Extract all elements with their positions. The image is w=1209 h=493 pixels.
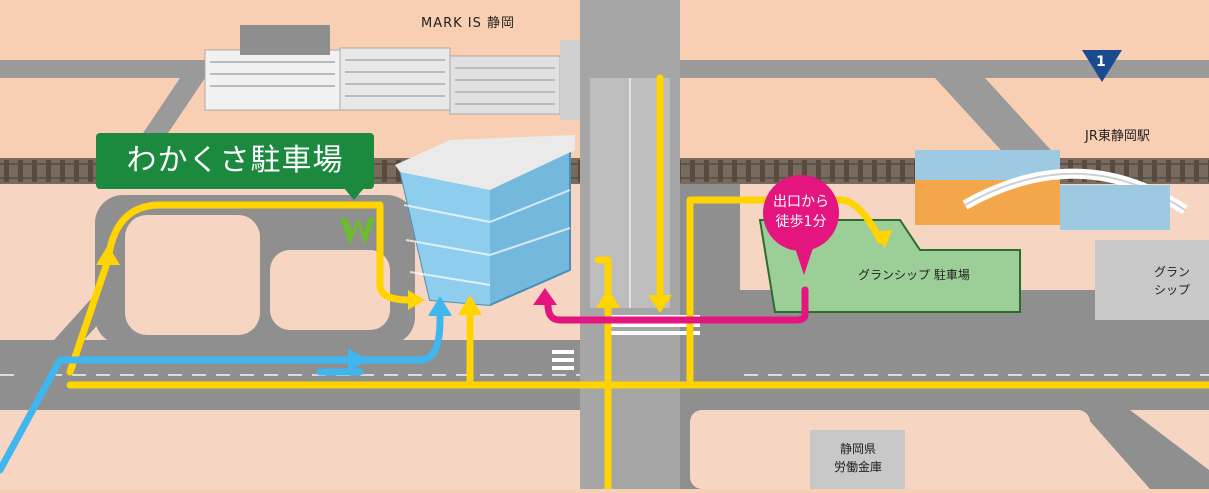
labor-bank-label-line2: 労働金庫 [833, 460, 882, 474]
mark-is-building [204, 25, 580, 120]
railway-tie [60, 160, 65, 182]
pink-route [544, 286, 809, 324]
labor-bank-label-line1: 静岡県 [839, 442, 876, 456]
diagonal-road-right [935, 78, 1060, 160]
granship-parking-lot [758, 219, 1021, 313]
railway-tie [396, 160, 401, 182]
granship-label-line2: シップ [1153, 283, 1190, 297]
railway-tie [1180, 160, 1185, 182]
blue-route [0, 304, 444, 474]
railway-tie [886, 160, 891, 182]
railway-tie [872, 160, 877, 182]
blue-arrows [348, 296, 452, 372]
railway-tie [88, 160, 93, 182]
railway-tie [32, 160, 37, 182]
railway-tie [18, 160, 23, 182]
jr-station-label: JR東静岡駅 [1085, 129, 1150, 144]
railway-tie [802, 160, 807, 182]
railway-tie [1110, 160, 1115, 182]
labor-bank-label: 静岡県 労働金庫 [826, 440, 890, 476]
yellow-routes [66, 74, 1209, 493]
left-diagonal-road [0, 300, 120, 400]
wakakusa-logo [340, 218, 375, 245]
railway-tie [760, 160, 765, 182]
walk-bubble-line2: 徒歩1分 [775, 214, 827, 230]
parking-title-box: わかくさ駐車場 [96, 133, 374, 189]
granship-label-line1: グラン [1153, 265, 1190, 279]
yellow-arrows [96, 230, 892, 315]
pink-arrow [533, 288, 557, 305]
granship-building [1095, 240, 1209, 320]
walk-bubble-line1: 出口から [773, 194, 829, 210]
railway-tie [830, 160, 835, 182]
walk-time-bubble: 出口から 徒歩1分 [763, 175, 839, 251]
railway-tie [74, 160, 79, 182]
railway-tie [690, 160, 695, 182]
railway-tie [4, 160, 9, 182]
railway-tie [46, 160, 51, 182]
route-1-sign [1082, 50, 1122, 82]
railway-tie [1194, 160, 1199, 182]
railway-tie [858, 160, 863, 182]
jr-station-building [915, 150, 1188, 230]
block-bottom-left [70, 410, 580, 489]
railway-tie [718, 160, 723, 182]
parking-loop-inner-left [125, 215, 260, 335]
railway-tie [1124, 160, 1129, 182]
railway-tie [704, 160, 709, 182]
railway-tie [774, 160, 779, 182]
wakakusa-parking-building [395, 135, 575, 307]
labor-bank-building [810, 430, 905, 489]
granship-parking-label: グランシップ 駐車場 [858, 268, 970, 282]
route-1-label: 1 [1096, 54, 1106, 70]
bottom-right-road [1080, 410, 1209, 489]
railway-tie [746, 160, 751, 182]
railway-tie [1166, 160, 1171, 182]
railway-tie [1152, 160, 1157, 182]
railway-tie [816, 160, 821, 182]
railway-tie [732, 160, 737, 182]
railway-tie [900, 160, 905, 182]
granship-label: グラン シップ [1142, 263, 1202, 299]
railway-tie [1138, 160, 1143, 182]
walk-bubble-tail [794, 245, 814, 275]
railway-tie [788, 160, 793, 182]
mark-is-label: MARK IS 静岡 [421, 16, 516, 31]
parking-title-pointer [344, 188, 364, 200]
railway-tie [382, 160, 387, 182]
railway-tie [844, 160, 849, 182]
parking-loop-inner-right [270, 250, 390, 330]
parking-title: わかくさ駐車場 [126, 143, 344, 178]
